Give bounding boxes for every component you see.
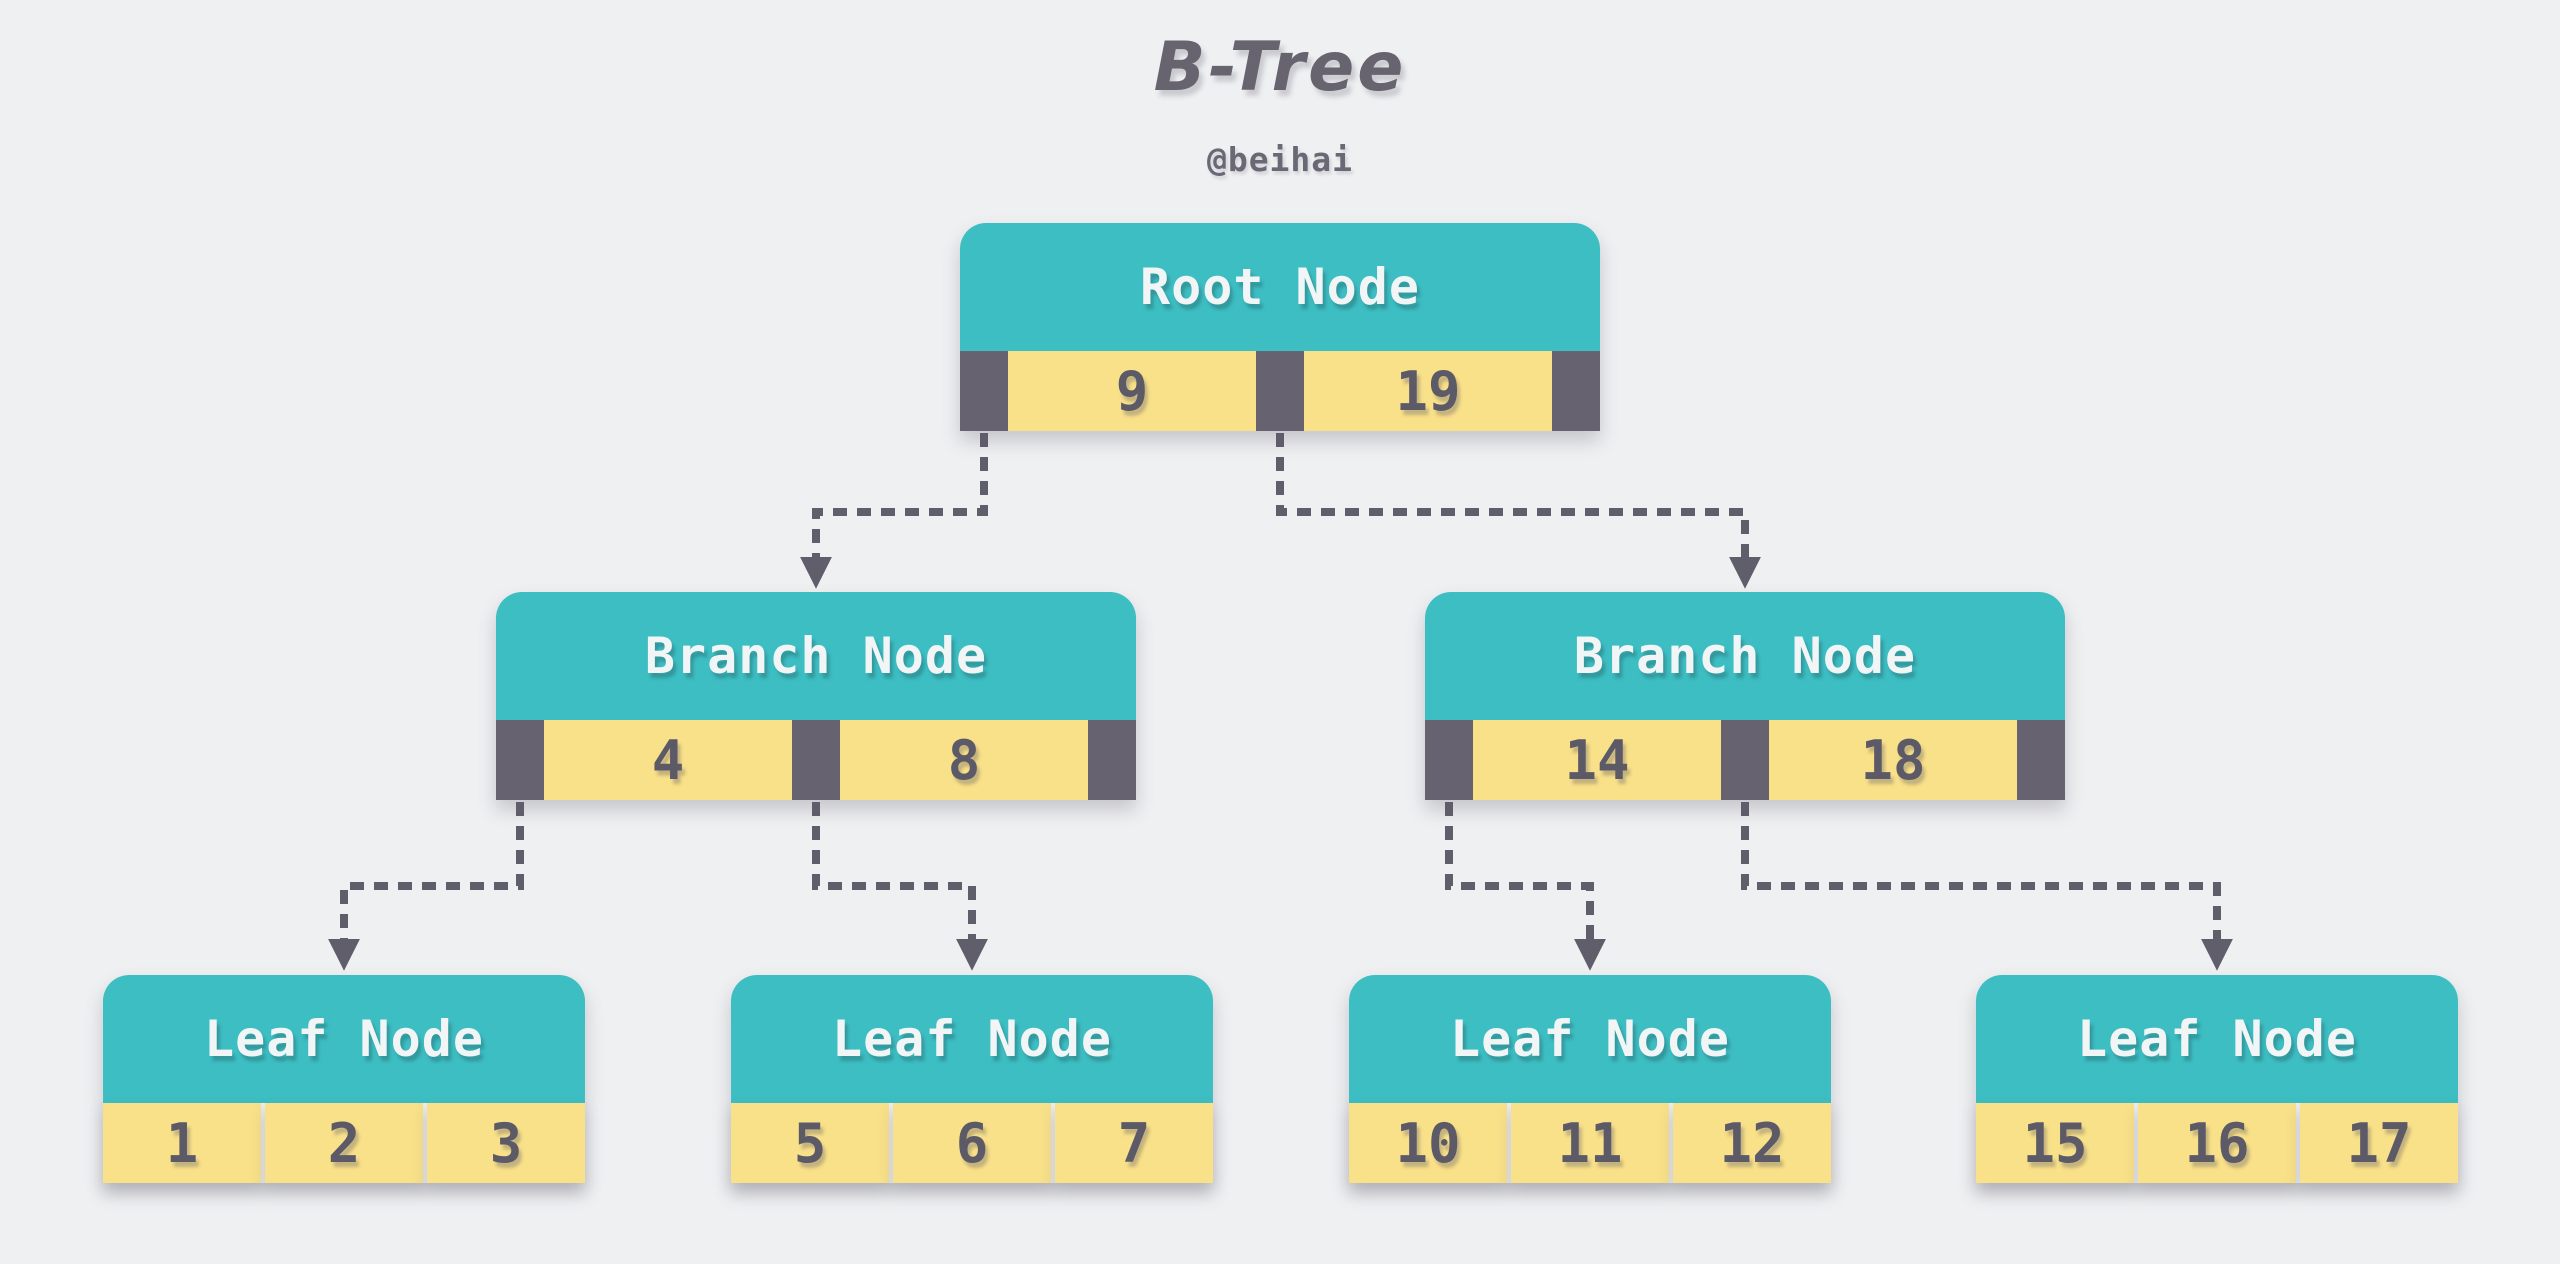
branch-1-key-1: 18: [1769, 720, 2017, 800]
branch-node-1-cells: 14 18: [1425, 720, 2065, 800]
leaf-node-1: Leaf Node 5 6 7: [731, 975, 1213, 1183]
branch-1-key-0: 14: [1473, 720, 1721, 800]
branch-0-pointer-1: [792, 720, 840, 800]
connector-branch1-to-leaf-3: [1741, 802, 2233, 971]
root-pointer-2: [1552, 351, 1600, 431]
leaf-node-1-title: Leaf Node: [731, 975, 1213, 1103]
leaf-node-3-cells: 15 16 17: [1976, 1103, 2458, 1183]
leaf-2-key-1: 11: [1511, 1103, 1669, 1183]
leaf-node-3: Leaf Node 15 16 17: [1976, 975, 2458, 1183]
branch-0-pointer-2: [1088, 720, 1136, 800]
leaf-node-0: Leaf Node 1 2 3: [103, 975, 585, 1183]
leaf-node-2-title: Leaf Node: [1349, 975, 1831, 1103]
branch-0-key-0: 4: [544, 720, 792, 800]
branch-node-0: Branch Node 4 8: [496, 592, 1136, 800]
connector-root-to-branch-1: [1276, 433, 1761, 589]
branch-1-pointer-0: [1425, 720, 1473, 800]
root-node-title: Root Node: [960, 223, 1600, 351]
connector-branch0-to-leaf-0: [328, 802, 524, 971]
branch-node-1-title: Branch Node: [1425, 592, 2065, 720]
root-node-cells: 9 19: [960, 351, 1600, 431]
leaf-0-key-0: 1: [103, 1103, 261, 1183]
leaf-0-key-2: 3: [427, 1103, 585, 1183]
branch-1-pointer-2: [2017, 720, 2065, 800]
leaf-1-key-1: 6: [893, 1103, 1051, 1183]
connector-branch1-to-leaf-2: [1445, 802, 1606, 971]
connector-root-to-branch-0: [800, 433, 988, 589]
leaf-node-2: Leaf Node 10 11 12: [1349, 975, 1831, 1183]
root-pointer-1: [1256, 351, 1304, 431]
branch-0-key-1: 8: [840, 720, 1088, 800]
leaf-node-0-cells: 1 2 3: [103, 1103, 585, 1183]
leaf-node-0-title: Leaf Node: [103, 975, 585, 1103]
leaf-3-key-0: 15: [1976, 1103, 2134, 1183]
root-node: Root Node 9 19: [960, 223, 1600, 431]
connector-branch0-to-leaf-1: [812, 802, 988, 971]
diagram-title: B-Tree: [1153, 28, 1407, 107]
branch-node-0-cells: 4 8: [496, 720, 1136, 800]
branch-1-pointer-1: [1721, 720, 1769, 800]
leaf-1-key-2: 7: [1055, 1103, 1213, 1183]
leaf-3-key-2: 17: [2300, 1103, 2458, 1183]
leaf-2-key-2: 12: [1673, 1103, 1831, 1183]
leaf-1-key-0: 5: [731, 1103, 889, 1183]
leaf-3-key-1: 16: [2138, 1103, 2296, 1183]
branch-node-0-title: Branch Node: [496, 592, 1136, 720]
leaf-2-key-0: 10: [1349, 1103, 1507, 1183]
leaf-node-3-title: Leaf Node: [1976, 975, 2458, 1103]
leaf-node-1-cells: 5 6 7: [731, 1103, 1213, 1183]
leaf-0-key-1: 2: [265, 1103, 423, 1183]
root-key-0: 9: [1008, 351, 1256, 431]
author-handle: @beihai: [1206, 140, 1354, 179]
branch-node-1: Branch Node 14 18: [1425, 592, 2065, 800]
branch-0-pointer-0: [496, 720, 544, 800]
root-key-1: 19: [1304, 351, 1552, 431]
root-pointer-0: [960, 351, 1008, 431]
leaf-node-2-cells: 10 11 12: [1349, 1103, 1831, 1183]
